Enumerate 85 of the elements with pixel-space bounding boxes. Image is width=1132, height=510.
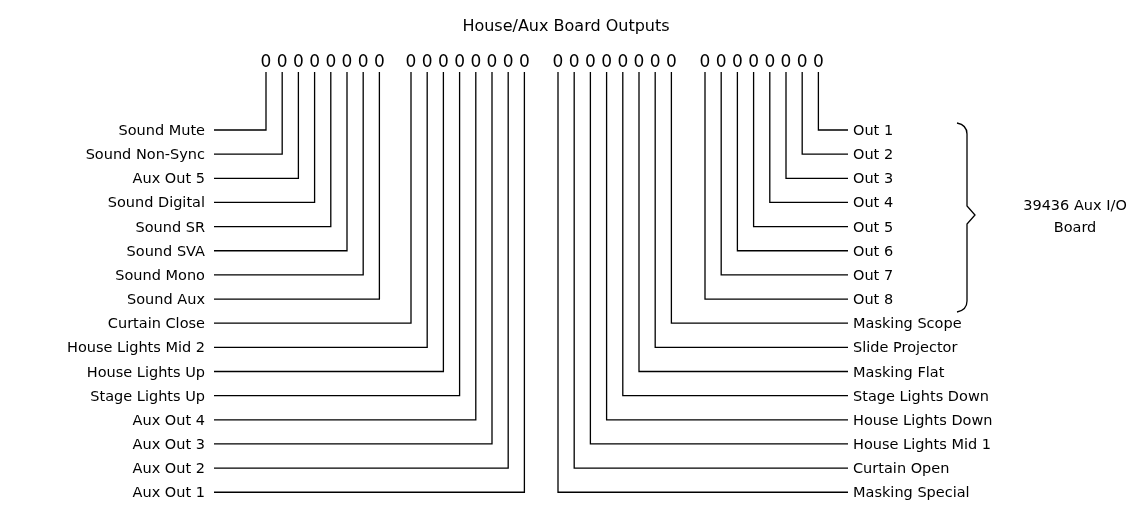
- bit-digit: 0: [501, 50, 516, 72]
- bit-digit: 0: [551, 50, 565, 72]
- bit-digit: 0: [746, 50, 761, 72]
- output-label: Out 4: [848, 192, 894, 213]
- output-label: Out 8: [848, 289, 894, 310]
- output-label: Aux Out 5: [132, 168, 214, 189]
- output-label: Sound Non-Sync: [85, 144, 214, 165]
- bit-digit: 0: [323, 50, 338, 72]
- output-label: Sound Mono: [115, 264, 214, 285]
- bit-digit: 0: [730, 50, 745, 72]
- bit-digit: 0: [307, 50, 322, 72]
- output-label: Out 7: [848, 264, 894, 285]
- leader-line: [801, 71, 849, 155]
- output-label: Aux Out 4: [132, 409, 214, 430]
- output-label: Masking Scope: [848, 313, 962, 334]
- bit-digit: 0: [420, 50, 435, 72]
- bit-digit: 0: [436, 50, 451, 72]
- leader-line: [670, 71, 849, 324]
- output-label: House Lights Down: [848, 409, 993, 430]
- bit-digit: 0: [762, 50, 777, 72]
- board-label: 39436 Aux I/O Board: [1022, 196, 1128, 237]
- output-label: Masking Flat: [848, 361, 945, 382]
- bit-digit: 0: [779, 50, 793, 72]
- output-label: House Lights Mid 2: [67, 337, 214, 358]
- bit-digit: 0: [259, 50, 273, 72]
- bit-digit: 0: [599, 50, 614, 72]
- leader-line: [213, 71, 348, 252]
- bit-digit: 0: [714, 50, 729, 72]
- output-label: House Lights Mid 1: [848, 433, 991, 454]
- output-label: Aux Out 2: [132, 458, 214, 479]
- leader-line: [752, 71, 849, 228]
- leader-line: [213, 71, 412, 324]
- output-label: House Lights Up: [86, 361, 214, 382]
- output-label: Curtain Open: [848, 458, 950, 479]
- leader-line: [213, 71, 381, 300]
- bit-digit: 0: [615, 50, 630, 72]
- output-label: Out 2: [848, 144, 894, 165]
- leader-line: [213, 71, 364, 276]
- output-label: Sound SR: [135, 216, 214, 237]
- leader-line: [817, 71, 849, 131]
- leader-line: [213, 71, 300, 179]
- bit-digit: 0: [567, 50, 582, 72]
- leader-line: [213, 71, 267, 131]
- output-label: Aux Out 1: [132, 482, 214, 503]
- leader-line: [720, 71, 849, 276]
- leader-line: [785, 71, 849, 179]
- output-label: Out 5: [848, 216, 894, 237]
- bit-digit: 0: [372, 50, 387, 72]
- bit-digit: 0: [275, 50, 290, 72]
- bit-digit: 0: [698, 50, 712, 72]
- output-label: Out 1: [848, 120, 894, 140]
- diagram-title: House/Aux Board Outputs: [461, 16, 671, 35]
- output-label: Slide Projector: [848, 337, 958, 358]
- bit-digit: 0: [795, 50, 810, 72]
- bit-digit: 0: [356, 50, 371, 72]
- output-label: Aux Out 3: [132, 433, 214, 454]
- output-label: Sound Mute: [118, 120, 214, 140]
- bit-digit: 0: [452, 50, 467, 72]
- leader-line: [213, 71, 332, 228]
- leader-line: [736, 71, 849, 252]
- output-label: Masking Special: [848, 482, 970, 503]
- leader-line: [704, 71, 849, 300]
- bit-digit: 0: [583, 50, 598, 72]
- bit-digit: 0: [811, 50, 826, 72]
- bit-digit: 0: [291, 50, 306, 72]
- bit-digit: 0: [664, 50, 679, 72]
- bit-digit: 0: [404, 50, 418, 72]
- output-label: Sound Aux: [127, 289, 214, 310]
- bit-digit: 0: [468, 50, 483, 72]
- bit-digit: 0: [340, 50, 354, 72]
- output-label: Out 6: [848, 240, 894, 261]
- bit-digit: 0: [485, 50, 499, 72]
- bit-digit: 0: [648, 50, 663, 72]
- leader-line: [769, 71, 849, 204]
- output-label: Sound SVA: [126, 240, 214, 261]
- output-label: Stage Lights Down: [848, 385, 989, 406]
- bit-digit: 0: [632, 50, 646, 72]
- output-label: Curtain Close: [107, 313, 214, 334]
- leader-line: [213, 71, 283, 155]
- bit-digit: 0: [517, 50, 532, 72]
- leader-line: [213, 71, 316, 204]
- output-label: Sound Digital: [107, 192, 214, 213]
- leader-line: [654, 71, 849, 348]
- output-label: Out 3: [848, 168, 894, 189]
- output-label: Stage Lights Up: [90, 385, 214, 406]
